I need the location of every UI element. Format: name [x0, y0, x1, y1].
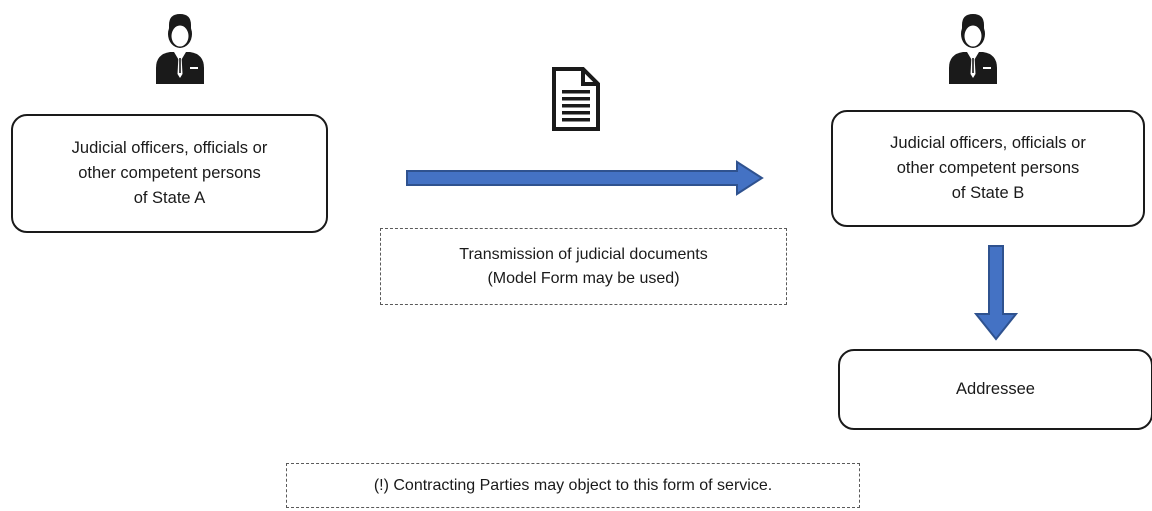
transmission-note-text: Transmission of judicial documents (Mode… — [459, 245, 708, 287]
receiver-box-state-b: Judicial officers, officials or other co… — [831, 110, 1145, 227]
objection-note-text: (!) Contracting Parties may object to th… — [373, 476, 773, 494]
addressee-label: Addressee — [956, 380, 1035, 398]
addressee-box: Addressee — [838, 349, 1152, 430]
receiver-label: Judicial officers, officials or other co… — [890, 134, 1086, 202]
sender-box-state-a: Judicial officers, officials or other co… — [11, 114, 328, 233]
person-icon-state-a — [156, 14, 204, 84]
transmission-arrow — [406, 160, 764, 196]
document-icon — [552, 67, 600, 131]
sender-label: Judicial officers, officials or other co… — [71, 139, 268, 207]
transmission-note: Transmission of judicial documents (Mode… — [380, 228, 787, 305]
person-icon-state-b — [949, 14, 997, 84]
delivery-arrow — [973, 245, 1019, 341]
objection-note: (!) Contracting Parties may object to th… — [286, 463, 860, 508]
